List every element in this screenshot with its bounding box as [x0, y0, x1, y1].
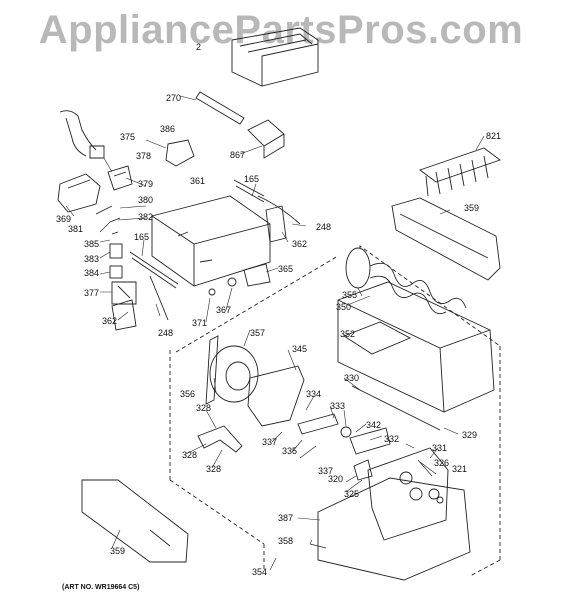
part-label-383: 383	[84, 254, 99, 264]
part-label-330: 330	[344, 373, 359, 383]
part-label-821: 821	[486, 131, 501, 141]
fill-tube-part	[195, 91, 245, 125]
watermark: AppliancePartsPros.com	[38, 8, 524, 52]
part-label-333: 333	[330, 401, 345, 411]
part-label-354: 354	[252, 567, 267, 577]
part-label-334: 334	[306, 389, 321, 399]
part-label-386: 386	[160, 124, 175, 134]
part-label-2: 2	[196, 42, 201, 52]
dispenser-housing-part	[317, 477, 471, 581]
part-label-385: 385	[84, 239, 99, 249]
part-label-320: 320	[328, 474, 343, 484]
part-label-325: 325	[344, 489, 359, 499]
part-label-326: 326	[434, 458, 449, 468]
part-label-361: 361	[190, 176, 205, 186]
part-label-387: 387	[278, 513, 293, 523]
part-label-345: 345	[292, 344, 307, 354]
icemaker-part	[231, 27, 319, 87]
part-label-331: 331	[432, 443, 447, 453]
part-label-355: 355	[342, 290, 357, 300]
part-label-369: 369	[56, 214, 71, 224]
part-label-337: 337	[318, 466, 333, 476]
part-label-359: 359	[110, 546, 125, 556]
part-label-375: 375	[120, 132, 135, 142]
part-label-352: 352	[340, 329, 355, 339]
part-label-328: 328	[182, 450, 197, 460]
part-label-356: 356	[180, 389, 195, 399]
part-label-380: 380	[138, 195, 153, 205]
part-label-362: 362	[292, 239, 307, 249]
ice-bucket-part	[337, 281, 495, 413]
part-label-165: 165	[134, 232, 149, 242]
ice-stripper-part	[419, 147, 501, 183]
part-label-248: 248	[316, 222, 331, 232]
part-label-321: 321	[452, 464, 467, 474]
part-label-329: 329	[462, 430, 477, 440]
auger-motor-part	[151, 195, 271, 287]
part-label-350: 350	[336, 302, 351, 312]
part-label-328: 328	[206, 464, 221, 474]
part-label-371: 371	[192, 318, 207, 328]
part-label-328: 328	[196, 403, 211, 413]
part-label-335: 335	[282, 446, 297, 456]
part-label-357: 357	[250, 328, 265, 338]
part-label-332: 332	[384, 434, 399, 444]
part-label-358: 358	[278, 536, 293, 546]
part-label-365: 365	[278, 264, 293, 274]
part-label-381: 381	[68, 224, 83, 234]
part-label-377: 377	[84, 288, 99, 298]
part-label-270: 270	[166, 93, 181, 103]
part-label-379: 379	[138, 179, 153, 189]
part-label-867: 867	[230, 150, 245, 160]
part-label-382: 382	[138, 212, 153, 222]
part-label-165: 165	[244, 174, 259, 184]
part-label-362: 362	[102, 316, 117, 326]
art-number: (ART NO. WR19664 C5)	[62, 584, 140, 591]
part-label-359: 359	[464, 203, 479, 213]
part-label-248: 248	[158, 328, 173, 338]
part-label-378: 378	[136, 151, 151, 161]
part-label-342: 342	[366, 420, 381, 430]
panel-part	[81, 479, 189, 563]
part-label-367: 367	[216, 305, 231, 315]
part-label-337: 337	[262, 437, 277, 447]
part-label-384: 384	[84, 268, 99, 278]
